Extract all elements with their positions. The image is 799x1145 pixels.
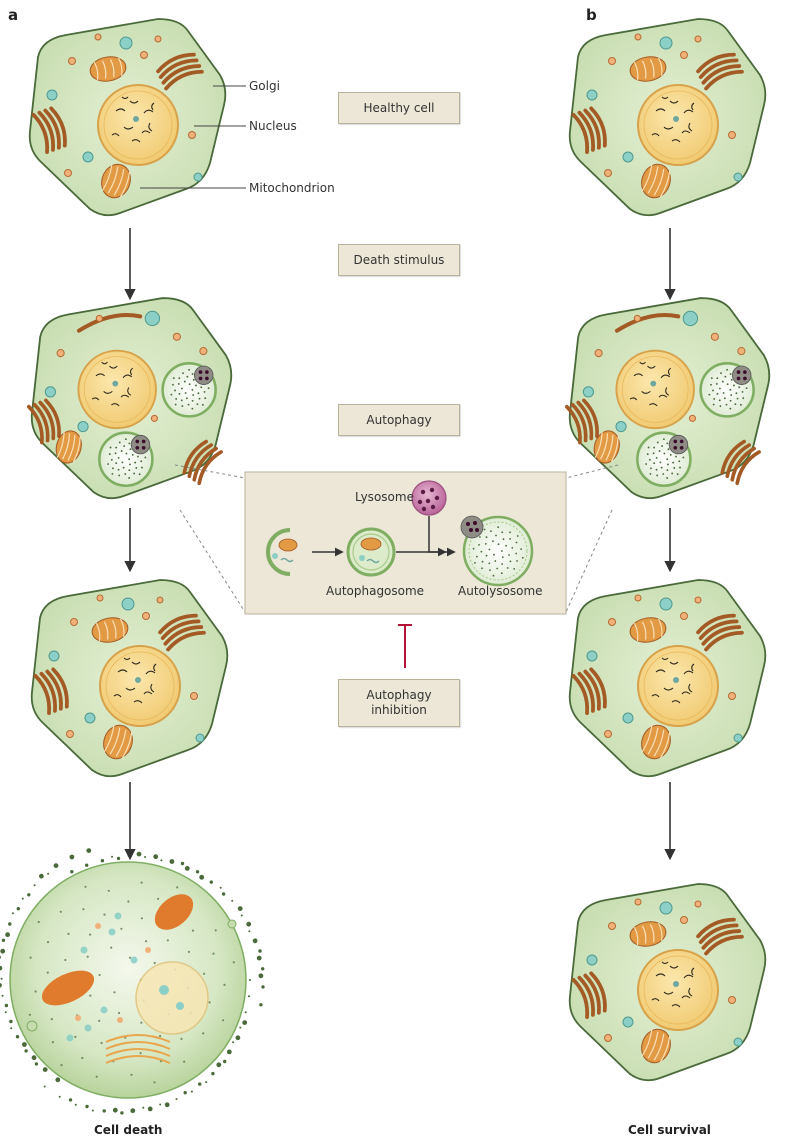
phagophore-icon [266, 528, 298, 576]
autophagy-inset [244, 471, 567, 615]
inhibition-t-bar [398, 624, 412, 668]
cell-a-healthy [28, 18, 227, 217]
stage-healthy-cell: Healthy cell [338, 92, 460, 124]
panel-label-a: a [8, 6, 19, 24]
stage-autophagy: Autophagy [338, 404, 460, 436]
nucleus-label: Nucleus [249, 119, 297, 133]
autophagosome-icon [346, 527, 396, 577]
mitochondrion-label: Mitochondrion [249, 181, 335, 195]
autolysosome-label: Autolysosome [458, 584, 543, 598]
stage-death-stimulus: Death stimulus [338, 244, 460, 276]
inset-connector-left-bottom [179, 509, 246, 613]
stage-autophagy-inhibition: Autophagy inhibition [338, 679, 460, 727]
autophagosome-label: Autophagosome [326, 584, 425, 598]
panel-label-b: b [586, 6, 597, 24]
cell-b-healthy [568, 18, 767, 217]
cell-a-death [0, 848, 265, 1115]
outcome-cell-death: Cell death [94, 1123, 163, 1137]
cell-b-recovered [568, 579, 767, 778]
golgi-label: Golgi [249, 79, 280, 93]
inset-connector-right-bottom [565, 509, 613, 613]
inset-connector-right-top [565, 464, 619, 479]
cell-b-survival [568, 883, 767, 1082]
outcome-cell-survival: Cell survival [628, 1123, 711, 1137]
cell-a-after-inhibition [30, 579, 229, 778]
lysosome-icon [411, 480, 447, 516]
autolysosome-icon [460, 515, 534, 587]
cell-b-autophagy [564, 297, 771, 500]
cell-a-autophagy [26, 297, 233, 500]
lysosome-label: Lysosome [355, 490, 414, 504]
